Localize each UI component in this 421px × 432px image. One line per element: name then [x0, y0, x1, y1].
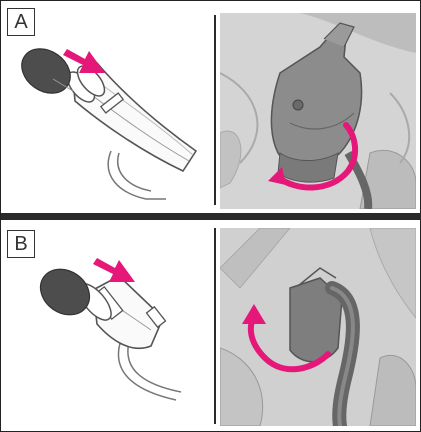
removal-arrow — [93, 258, 135, 282]
panel-a-socket-photo — [220, 13, 416, 209]
panel-b-bulb-illustration — [1, 220, 213, 432]
panel-b-socket-photo — [220, 228, 416, 426]
panel-b-divider — [214, 228, 216, 424]
panel-a-bulb-illustration — [1, 1, 213, 213]
panel-separator — [1, 213, 421, 220]
panel-a-divider — [214, 15, 216, 205]
